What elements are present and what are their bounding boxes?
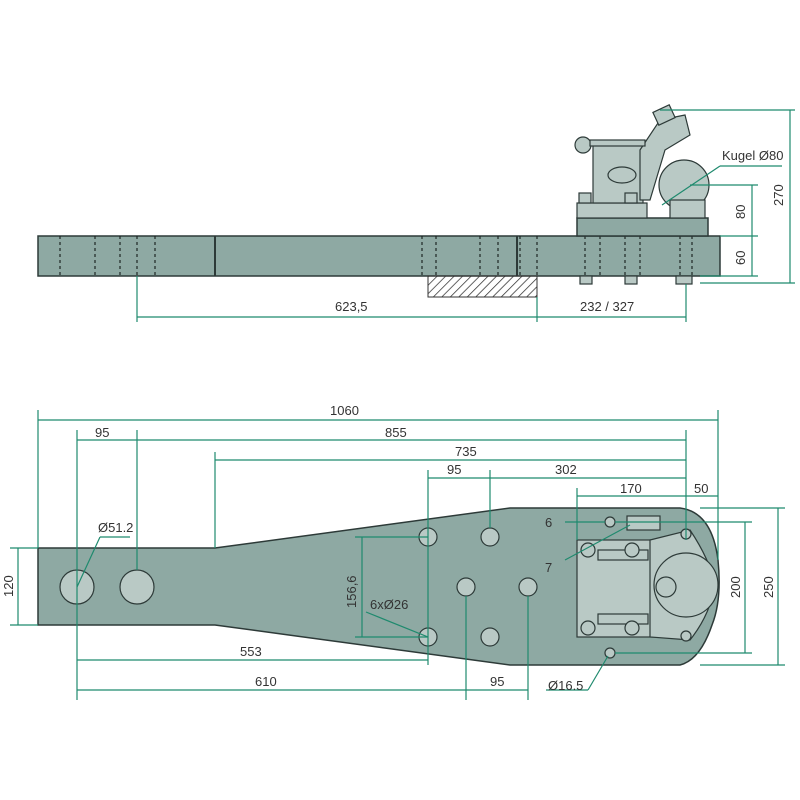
dim-250: 250 — [761, 576, 776, 598]
small-hole-label: Ø16.5 — [548, 678, 583, 693]
dim-735: 735 — [455, 444, 477, 459]
dim-200: 200 — [728, 576, 743, 598]
drawbar-side — [37, 235, 721, 277]
dim-232-327: 232 / 327 — [580, 299, 634, 314]
side-dimensions — [136, 109, 795, 322]
bolt-holes-label: 6xØ26 — [370, 597, 408, 612]
plan-view: 1060 855 95 735 95 302 170 50 Ø51.2 6xØ2… — [1, 403, 785, 700]
dim-623-5: 623,5 — [335, 299, 368, 314]
side-view: 623,5 232 / 327 Kugel Ø80 270 80 60 — [37, 104, 795, 322]
coupling-plan — [576, 515, 719, 642]
dim-610: 610 — [255, 674, 277, 689]
mounting-block — [427, 275, 538, 298]
dim-270: 270 — [771, 184, 786, 206]
hitch-coupling — [574, 104, 710, 285]
dim-302: 302 — [555, 462, 577, 477]
eye-hole — [119, 569, 155, 605]
dim-60: 60 — [733, 251, 748, 265]
plan-dimensions — [10, 410, 785, 700]
item-6-label: 6 — [545, 515, 552, 530]
big-hole-label: Ø51.2 — [98, 520, 133, 535]
dim-95-bottom: 95 — [490, 674, 504, 689]
dim-855: 855 — [385, 425, 407, 440]
drawbar-plate — [37, 507, 720, 666]
dim-170: 170 — [620, 481, 642, 496]
dim-95-top: 95 — [95, 425, 109, 440]
dim-156-6: 156,6 — [344, 575, 359, 608]
dim-1060: 1060 — [330, 403, 359, 418]
dim-50: 50 — [694, 481, 708, 496]
dim-120: 120 — [1, 575, 16, 597]
dim-95-mid: 95 — [447, 462, 461, 477]
item-7-label: 7 — [545, 560, 552, 575]
dim-553: 553 — [240, 644, 262, 659]
dim-80: 80 — [733, 205, 748, 219]
ball-label: Kugel Ø80 — [722, 148, 783, 163]
